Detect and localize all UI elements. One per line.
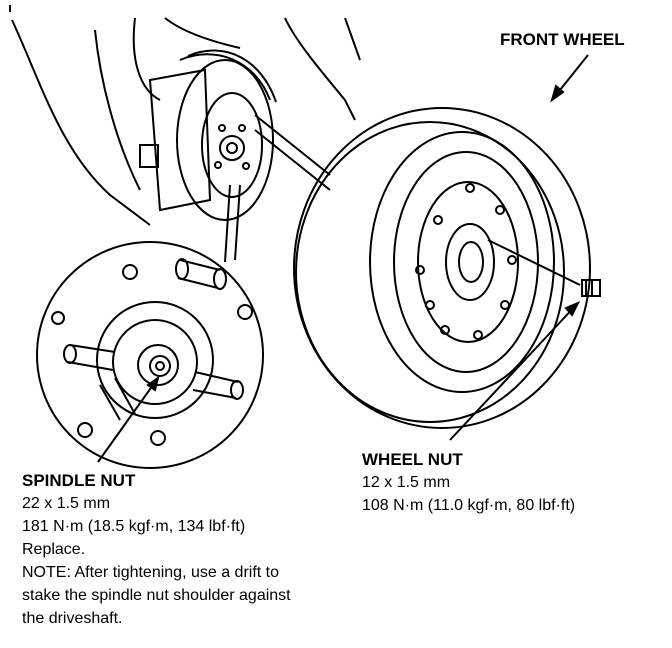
vehicle-body-outline (11, 17, 361, 226)
spindle-nut-size: 22 x 1.5 mm (22, 495, 111, 512)
wheel-nut-drawing (487, 239, 601, 297)
wheel-nut-torque: 108 N·m (11.0 kgf·m, 80 lbf·ft) (362, 497, 576, 514)
spindle-nut-note-line-1: NOTE: After tightening, use a drift to (22, 564, 280, 581)
wheel-nut-label: WHEEL NUT (362, 450, 463, 469)
brake-hub-assembly (139, 49, 331, 263)
front-wheel-label: FRONT WHEEL (500, 30, 625, 49)
leader-arrows (97, 54, 589, 463)
wheel-nut-size: 12 x 1.5 mm (362, 474, 451, 491)
spindle-nut-label: SPINDLE NUT (22, 471, 136, 490)
spindle-nut-torque: 181 N·m (18.5 kgf·m, 134 lbf·ft) (22, 518, 246, 535)
spindle-nut-instruction: Replace. (22, 541, 86, 558)
front-wheel-drawing (293, 107, 591, 429)
hub-detail-view (36, 241, 264, 469)
spindle-nut-note-line-3: the driveshaft. (22, 610, 123, 627)
spindle-nut-note-line-2: stake the spindle nut shoulder against (22, 587, 291, 604)
